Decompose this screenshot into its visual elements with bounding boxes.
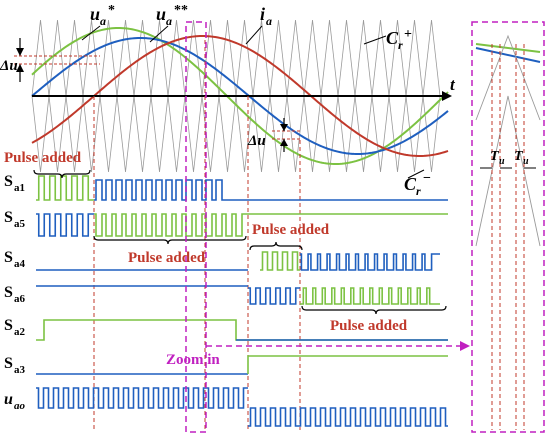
pulse-added-4: Pulse added [301,305,447,334]
svg-text:+: + [404,27,412,42]
sa6-green [300,287,440,305]
sa5-blue [36,213,94,237]
switch-waveforms [36,175,540,427]
zoom-ua-star [475,43,541,53]
signal-label-sub: a1 [14,182,25,194]
zoom-carrier-2 [475,95,541,247]
signal-label-sub: a5 [14,218,26,230]
svg-text:a: a [166,14,172,28]
tu-label: T [490,149,500,164]
svg-text:i: i [260,4,265,24]
pulse-added-1: Pulse added [4,150,91,179]
svg-text:*: * [108,3,115,18]
svg-text:Pulse added: Pulse added [330,318,408,334]
svg-text:Δu: Δu [247,133,266,149]
svg-text:**: ** [174,3,188,18]
time-axis-arrow [442,91,452,101]
signal-label: S [4,284,13,301]
signal-label-sub: a2 [14,326,26,338]
zoom-region: Zoom in [166,21,470,433]
cr-plus-label: C r + [363,27,412,52]
delta-u-left: Δu [0,38,100,82]
svg-text:Δu: Δu [0,58,18,74]
svg-text:u: u [90,4,100,24]
signal-label-sub: ao [14,400,26,412]
signal-label: S [4,209,13,226]
signal-label: u [4,391,13,408]
sa6-blue [248,287,300,305]
sa4-blue [300,253,440,271]
sa3-green [247,355,448,374]
signal-label: S [4,355,13,372]
carrier-lower [31,95,441,173]
guide-lines [93,40,301,430]
tu-label: T [514,149,524,164]
signal-label-sub: a6 [14,293,26,305]
zoom-carrier [475,34,541,121]
cr-minus-label: C r − [404,169,431,198]
pulse-added-3: Pulse added [249,222,330,251]
svg-text:r: r [416,184,421,198]
sa1-green [36,175,94,201]
svg-text:Pulse added: Pulse added [4,150,82,166]
sa5-green [94,213,448,237]
zoom-ua-dstar [475,47,541,63]
sa1-blue [94,179,448,201]
signal-label: S [4,317,13,334]
pulse-added-2: Pulse added [93,235,247,266]
svg-text:Pulse added: Pulse added [128,250,206,266]
tu-label-sub: u [523,156,529,167]
svg-text:−: − [423,171,431,186]
tu-label-sub: u [499,156,505,167]
svg-text:C: C [386,28,399,48]
ia-wave [31,34,449,158]
uao-positive [36,387,248,409]
uao-negative [248,407,448,427]
svg-text:Zoom in: Zoom in [166,352,220,368]
t-axis-label: t [450,75,456,94]
signal-label: S [4,249,13,266]
svg-text:C: C [404,174,417,194]
signal-label-sub: a3 [14,364,26,376]
ia-label: i a [245,4,272,45]
signal-label-sub: a4 [14,258,26,270]
svg-text:Pulse added: Pulse added [252,222,330,238]
svg-text:u: u [156,4,166,24]
svg-text:r: r [398,38,403,52]
ua-dstar-wave [31,36,449,156]
svg-text:a: a [100,14,106,28]
delta-u-mid: Δu [247,118,300,152]
svg-text:a: a [266,14,272,28]
ua-dstar-label: u a ** [149,3,188,43]
ua-star-label: u a * [81,3,115,41]
signal-label: S [4,173,13,190]
sa4-green [260,251,300,271]
